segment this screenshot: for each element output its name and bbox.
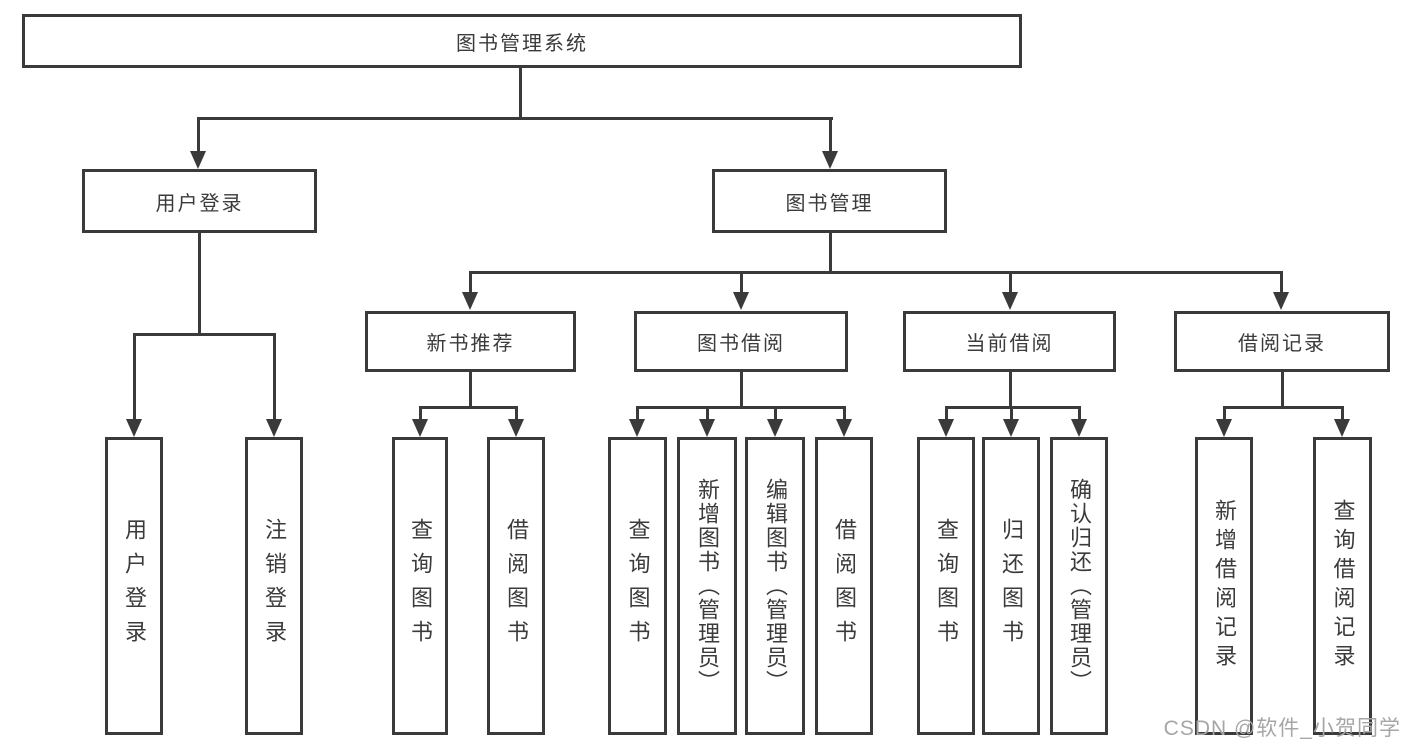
edge-line — [829, 117, 832, 151]
edge-line — [519, 68, 522, 118]
arrow-down-icon — [733, 292, 749, 310]
edge-line — [636, 406, 845, 409]
edge-line — [1281, 372, 1284, 409]
arrow-down-icon — [412, 419, 428, 437]
node-label: 借阅图书 — [504, 518, 529, 654]
edge-line — [197, 117, 200, 151]
leaf-return-books: 归还图书 — [982, 437, 1040, 735]
edge-line — [706, 406, 709, 419]
edge-line — [1009, 271, 1012, 292]
node-label: 新增图书（管理员） — [695, 478, 720, 694]
arrow-down-icon — [1273, 292, 1289, 310]
node-label: 注销登录 — [262, 518, 287, 654]
arrow-down-icon — [1071, 419, 1087, 437]
edge-line — [774, 406, 777, 419]
node-label: 图书借阅 — [697, 333, 785, 355]
edge-line — [1009, 372, 1012, 409]
edge-line — [1078, 406, 1081, 419]
node-label: 确认归还（管理员） — [1067, 478, 1092, 694]
edge-line — [515, 406, 518, 419]
node-label: 新增借阅记录 — [1212, 499, 1237, 673]
node-label: 查询图书 — [408, 518, 433, 654]
edge-line — [1341, 406, 1344, 419]
leaf-borrow-books-recommend: 借阅图书 — [487, 437, 545, 735]
edge-line — [469, 271, 1283, 274]
edge-line — [273, 333, 276, 419]
arrow-down-icon — [1216, 419, 1232, 437]
node-new-book-recommendation: 新书推荐 — [365, 311, 576, 372]
edge-line — [1223, 406, 1343, 409]
leaf-logout: 注销登录 — [245, 437, 303, 735]
leaf-add-borrow-record: 新增借阅记录 — [1195, 437, 1253, 735]
edge-line — [945, 406, 948, 419]
edge-line — [469, 271, 472, 292]
node-label: 查询借阅记录 — [1330, 499, 1356, 673]
node-label: 查询图书 — [625, 518, 651, 654]
node-library-management-system: 图书管理系统 — [22, 14, 1022, 68]
node-label: 当前借阅 — [965, 333, 1054, 355]
edge-line — [197, 117, 833, 120]
edge-line — [740, 271, 743, 292]
node-label: 图书管理系统 — [456, 32, 588, 55]
leaf-query-books-recommend: 查询图书 — [392, 437, 448, 735]
edge-line — [469, 372, 472, 409]
edge-line — [843, 406, 846, 419]
arrow-down-icon — [190, 151, 206, 169]
leaf-confirm-return-admin: 确认归还（管理员） — [1050, 437, 1108, 735]
arrow-down-icon — [462, 292, 478, 310]
leaf-add-book-admin: 新增图书（管理员） — [677, 437, 737, 735]
leaf-borrow-books-borrowing: 借阅图书 — [815, 437, 873, 735]
edge-line — [1010, 406, 1013, 419]
node-user-login-branch: 用户登录 — [82, 169, 317, 233]
edge-line — [1223, 406, 1226, 419]
leaf-query-books-borrowing: 查询图书 — [608, 437, 667, 735]
arrow-down-icon — [266, 419, 282, 437]
node-label: 新书推荐 — [426, 333, 515, 355]
arrow-down-icon — [767, 419, 783, 437]
edge-line — [133, 333, 136, 419]
leaf-user-login: 用户登录 — [105, 437, 163, 735]
leaf-query-borrow-record: 查询借阅记录 — [1313, 437, 1372, 735]
leaf-query-books-current: 查询图书 — [917, 437, 975, 735]
node-book-borrowing: 图书借阅 — [634, 311, 848, 372]
arrow-down-icon — [1334, 419, 1350, 437]
node-current-borrowing: 当前借阅 — [903, 311, 1116, 372]
edge-line — [636, 406, 639, 419]
node-label: 借阅图书 — [832, 518, 857, 654]
edge-line — [198, 233, 201, 335]
node-label: 归还图书 — [999, 518, 1024, 654]
node-label: 借阅记录 — [1238, 333, 1326, 355]
arrow-down-icon — [836, 419, 852, 437]
edge-line — [1280, 271, 1283, 292]
edge-line — [829, 233, 832, 274]
arrow-down-icon — [126, 419, 142, 437]
node-label: 用户登录 — [122, 518, 147, 654]
watermark-text: CSDN @软件_小贺同学 — [1163, 717, 1401, 740]
node-borrowing-records: 借阅记录 — [1174, 311, 1390, 372]
arrow-down-icon — [1002, 292, 1018, 310]
node-book-management-branch: 图书管理 — [712, 169, 947, 233]
node-label: 用户登录 — [155, 192, 244, 215]
arrow-down-icon — [938, 419, 954, 437]
arrow-down-icon — [1003, 419, 1019, 437]
edge-line — [419, 406, 518, 409]
node-label: 图书管理 — [785, 192, 874, 215]
node-label: 编辑图书（管理员） — [763, 478, 788, 694]
arrow-down-icon — [629, 419, 645, 437]
edge-line — [740, 372, 743, 409]
arrow-down-icon — [822, 151, 838, 169]
node-label: 查询图书 — [934, 518, 959, 654]
edge-line — [133, 333, 276, 336]
edge-line — [419, 406, 422, 419]
arrow-down-icon — [508, 419, 524, 437]
leaf-edit-book-admin: 编辑图书（管理员） — [745, 437, 805, 735]
arrow-down-icon — [699, 419, 715, 437]
